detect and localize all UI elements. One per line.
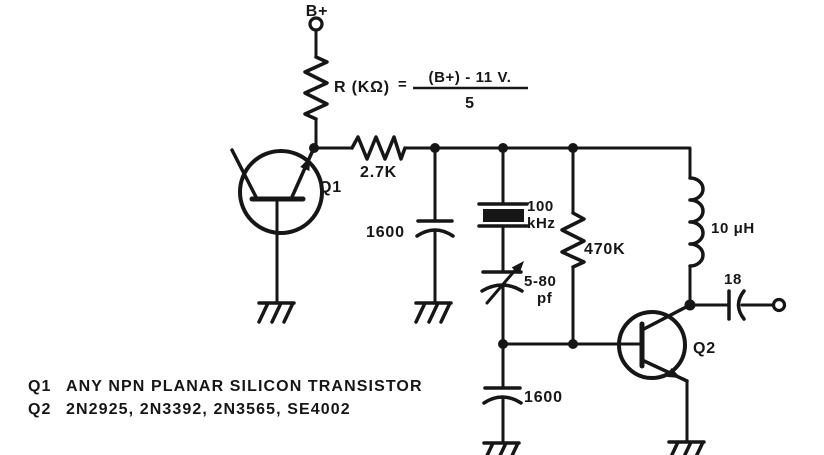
b-plus-terminal: B+ xyxy=(306,3,329,59)
note-q1-text: ANY NPN PLANAR SILICON TRANSISTOR xyxy=(66,378,423,395)
junction-dot xyxy=(568,339,578,349)
crystal-100khz: 100 kHz xyxy=(477,146,555,274)
ground-c2-icon xyxy=(482,441,521,455)
formula-lhs: R (KΩ) xyxy=(334,79,390,96)
inductor-10uh-label: 10 μH xyxy=(711,220,755,237)
capacitor-18pf-label: 18 xyxy=(724,271,742,288)
b-plus-label: B+ xyxy=(306,3,329,20)
varicap-range-label: 5-80 xyxy=(524,273,556,290)
note-q1-ref: Q1 xyxy=(28,378,52,395)
resistor-2-7k-label: 2.7K xyxy=(360,164,397,181)
ground-q2-icon xyxy=(667,440,706,455)
crystal-slab xyxy=(483,209,524,222)
ground-c1-icon xyxy=(414,301,453,324)
formula-denominator: 5 xyxy=(465,95,475,112)
q2-body xyxy=(617,310,687,380)
q2-label: Q2 xyxy=(693,340,716,357)
note-q2-text: 2N2925, 2N3392, 2N3565, SE4002 xyxy=(66,401,351,418)
crystal-value-label: 100 xyxy=(527,198,554,215)
resistor-470k: 470K xyxy=(560,146,625,346)
capacitor-1600-bypass: 1600 xyxy=(366,146,455,305)
top-rail: 2.7K xyxy=(309,135,692,181)
resistor-2-7k xyxy=(350,135,407,161)
q1-body xyxy=(238,149,324,235)
b-plus-terminal-circle xyxy=(308,16,324,32)
capacitor-18pf-output: 18 xyxy=(684,271,787,321)
q2-emitter-arrow xyxy=(667,368,681,378)
capacitor-1600-base-label: 1600 xyxy=(524,389,563,406)
capacitor-1600-bypass-label: 1600 xyxy=(366,224,405,241)
q1-label: Q1 xyxy=(319,179,342,196)
output-terminal-circle xyxy=(771,297,787,313)
formula-equals: = xyxy=(398,76,407,93)
resistor-r-dropping xyxy=(303,55,329,150)
parts-notes: Q1 ANY NPN PLANAR SILICON TRANSISTOR Q2 … xyxy=(28,378,423,418)
capacitor-1600-base: 1600 xyxy=(482,342,563,443)
transistor-q1: Q1 xyxy=(230,148,342,303)
note-q2-ref: Q2 xyxy=(28,401,52,418)
varicap-5-80pf: 5-80 pf xyxy=(480,261,556,346)
crystal-unit-label: kHz xyxy=(527,215,555,232)
junction-dot xyxy=(309,143,319,153)
q1-emitter-arrow xyxy=(300,157,310,171)
resistor-470k-label: 470K xyxy=(584,241,625,258)
ground-q1-icon xyxy=(257,301,296,324)
transistor-q2: Q2 xyxy=(617,304,716,442)
varicap-unit-label: pf xyxy=(537,290,553,307)
inductor-10uh: 10 μH xyxy=(688,176,755,307)
varicap-arrow xyxy=(511,261,524,275)
resistor-formula: R (KΩ) = (B+) - 11 V. 5 xyxy=(334,69,528,112)
formula-numerator: (B+) - 11 V. xyxy=(429,69,512,86)
